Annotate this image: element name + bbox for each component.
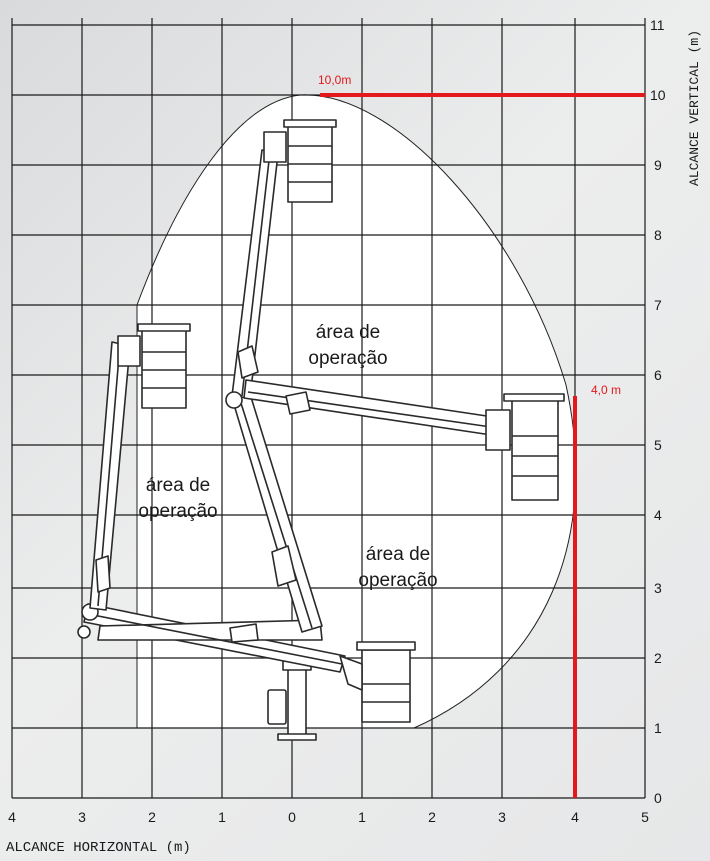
y-tick-label: 11 — [650, 17, 665, 33]
x-tick-label: 1 — [358, 809, 366, 825]
x-tick-label: 4 — [571, 809, 579, 825]
y-tick-label: 0 — [654, 790, 662, 806]
x-tick-label: 2 — [428, 809, 436, 825]
area-label-line: área de — [366, 544, 430, 565]
base-column — [267, 657, 317, 741]
boom-outreach-position — [243, 379, 565, 501]
area-label-line: área de — [146, 475, 210, 496]
aerial-platform-drawing — [77, 119, 565, 741]
area-label-line: operação — [308, 348, 387, 369]
x-tick-label: 4 — [8, 809, 16, 825]
y-tick-label: 2 — [654, 650, 662, 666]
x-axis-title: ALCANCE HORIZONTAL (m) — [6, 840, 191, 856]
operating-area-label-right: área de operação — [358, 544, 437, 591]
y-tick-label: 3 — [654, 580, 662, 596]
y-tick-label: 9 — [654, 157, 662, 173]
basket-stowed — [339, 641, 416, 723]
operating-area-label-left: área de operação — [138, 475, 217, 522]
y-tick-label: 8 — [654, 227, 662, 243]
stowed-boom — [77, 603, 346, 673]
area-label-line: operação — [138, 501, 217, 522]
y-axis-title: ALCANCE VERTICAL (m) — [687, 30, 702, 186]
operating-area-label-top: área de operação — [308, 322, 387, 369]
y-tick-label: 6 — [654, 367, 662, 383]
x-tick-labels: 4 3 2 1 0 1 2 3 4 5 — [8, 809, 649, 825]
y-tick-label: 7 — [654, 297, 662, 313]
y-tick-label: 1 — [654, 720, 662, 736]
x-tick-label: 3 — [78, 809, 86, 825]
area-label-line: área de — [316, 322, 380, 343]
x-tick-label: 1 — [218, 809, 226, 825]
boom-elevated-position — [225, 119, 337, 633]
max-outreach-label: 4,0 m — [591, 383, 621, 397]
y-tick-label: 4 — [654, 507, 662, 523]
y-tick-labels: 0 1 2 3 4 5 6 7 8 9 10 11 — [650, 17, 666, 806]
x-tick-label: 5 — [641, 809, 649, 825]
x-tick-label: 2 — [148, 809, 156, 825]
x-tick-label: 0 — [288, 809, 296, 825]
area-label-line: operação — [358, 570, 437, 591]
y-tick-label: 5 — [654, 437, 662, 453]
x-tick-label: 3 — [498, 809, 506, 825]
max-height-label: 10,0m — [318, 73, 351, 87]
boom-left-position — [89, 323, 191, 611]
y-tick-label: 10 — [650, 87, 666, 103]
